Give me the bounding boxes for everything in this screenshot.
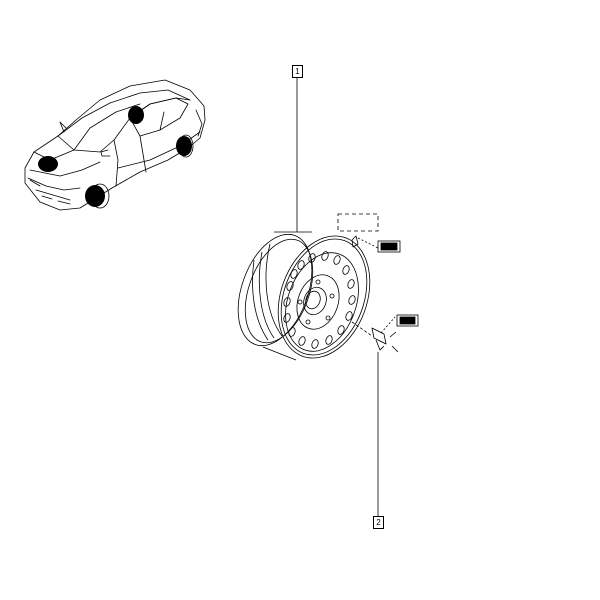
car-location-icon [24, 79, 206, 211]
rim-vent-holes [283, 251, 356, 349]
callout-label-2: 2 [373, 516, 384, 529]
rear-left-wheel-marker [128, 106, 144, 124]
rear-right-wheel-marker [176, 136, 192, 156]
torque-spec-icon-2 [396, 314, 419, 327]
callout-leaders [296, 77, 379, 516]
wheel-bolt [351, 316, 399, 353]
front-left-wheel-marker [38, 156, 58, 172]
torque-spec-icon [357, 237, 401, 253]
wheel-highlight-markers [38, 106, 192, 207]
front-right-wheel-marker [85, 185, 105, 207]
wheel-rim [237, 231, 371, 361]
callout-label-1: 1 [292, 65, 303, 78]
dashed-note-icon [337, 213, 379, 232]
